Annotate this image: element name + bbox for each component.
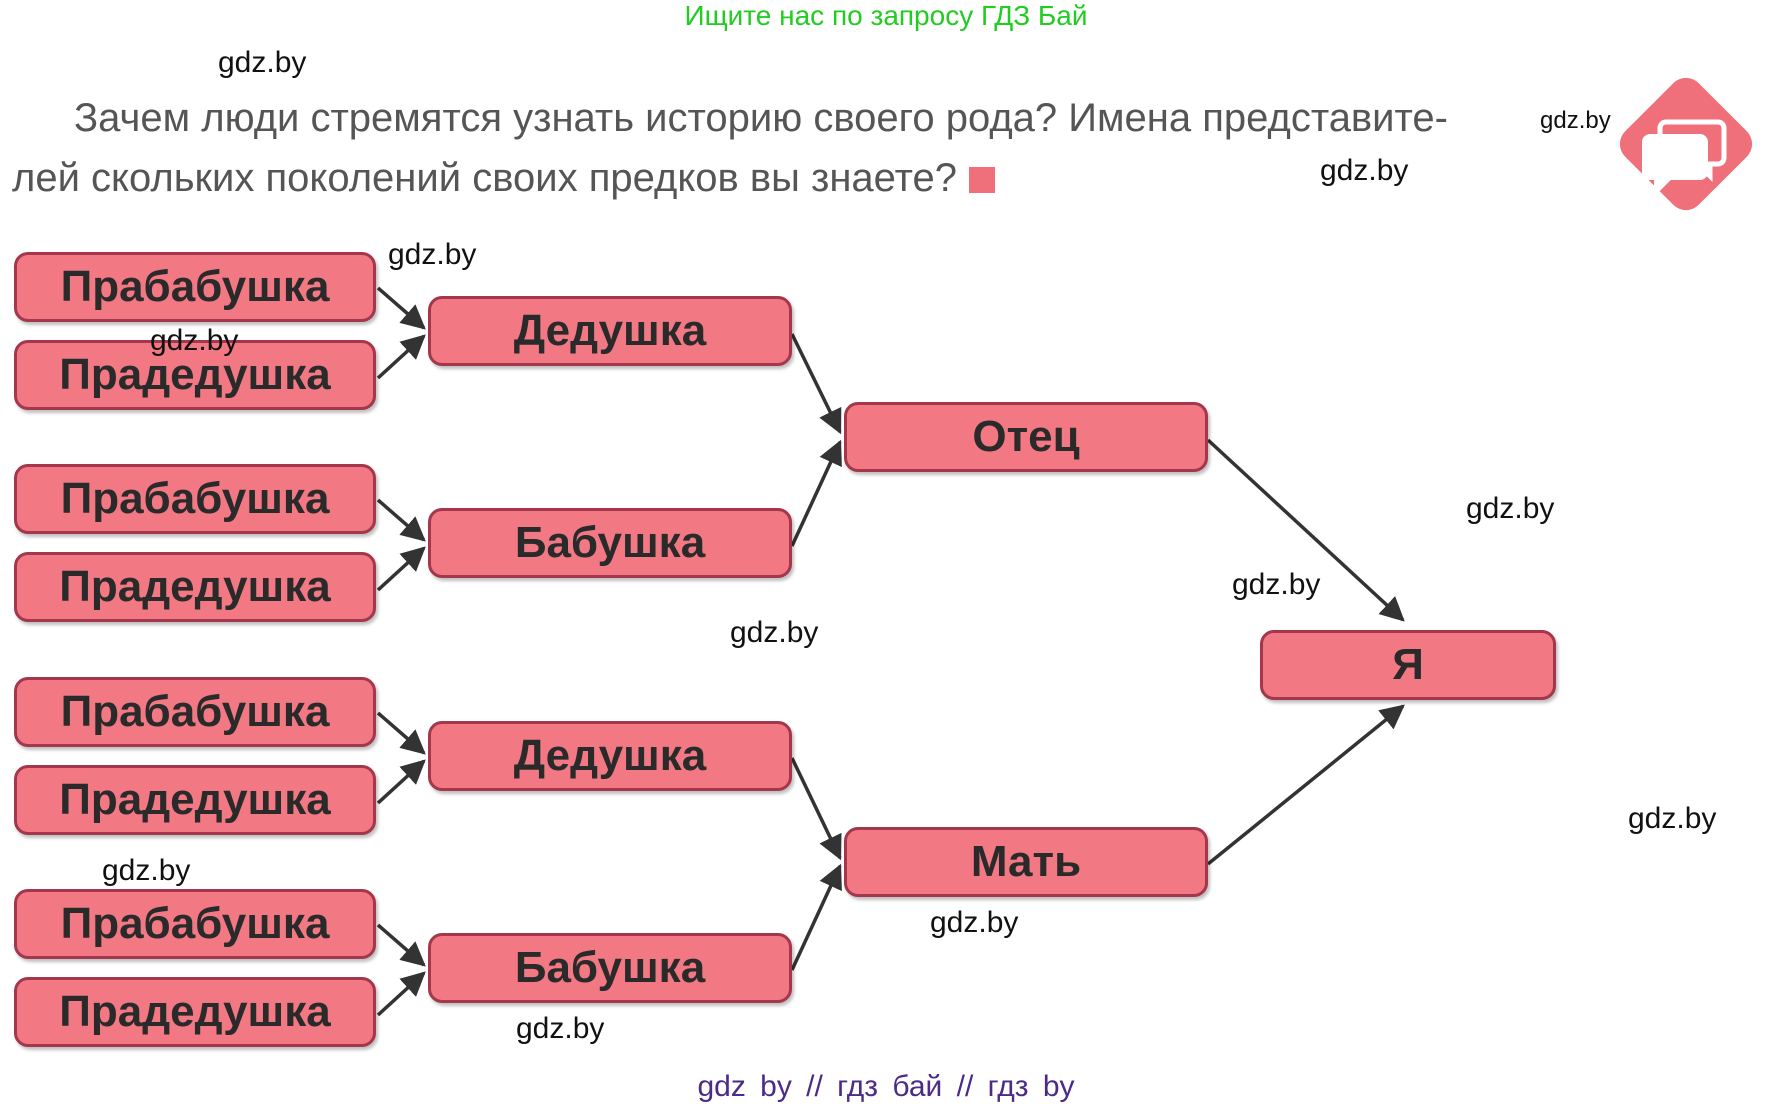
node-great-grandfather-3: Прадедушка	[14, 765, 376, 835]
watermark: gdz.by	[516, 1012, 605, 1045]
arrow	[376, 971, 426, 1017]
node-great-grandfather-2: Прадедушка	[14, 552, 376, 622]
node-grandfather-maternal: Дедушка	[428, 721, 792, 791]
question-line-2: лей скольких поколений своих предков вы …	[12, 148, 995, 208]
arrow	[1206, 438, 1405, 622]
arrow	[790, 863, 842, 971]
arrow	[376, 286, 426, 330]
question-line-1: Зачем люди стремятся узнать историю свое…	[74, 96, 1448, 140]
watermark: gdz.by	[1540, 107, 1611, 134]
arrow	[790, 757, 842, 861]
watermark: gdz.by	[1320, 154, 1409, 187]
node-great-grandfather-1: Прадедушка	[14, 340, 376, 410]
chat-bubbles-icon	[1619, 77, 1753, 211]
footer-watermark: gdz by // гдз бай // гдз by	[697, 1070, 1075, 1103]
arrow	[376, 334, 426, 380]
watermark: gdz.by	[1466, 492, 1555, 525]
end-marker-square	[968, 167, 995, 193]
question-line-2-text: лей скольких поколений своих предков вы …	[12, 156, 957, 200]
watermark: gdz.by	[930, 906, 1019, 939]
watermark: gdz.by	[218, 46, 307, 79]
node-mother: Мать	[844, 827, 1208, 897]
node-father: Отец	[844, 402, 1208, 472]
arrow	[376, 711, 426, 755]
watermark: gdz.by	[388, 238, 477, 271]
node-great-grandfather-4: Прадедушка	[14, 977, 376, 1047]
node-great-grandmother-1: Прабабушка	[14, 252, 376, 322]
watermark: gdz.by	[102, 854, 191, 887]
arrow	[376, 546, 426, 592]
node-great-grandmother-4: Прабабушка	[14, 889, 376, 959]
node-great-grandmother-3: Прабабушка	[14, 677, 376, 747]
watermark: gdz.by	[1628, 802, 1717, 835]
node-grandmother-maternal: Бабушка	[428, 933, 792, 1003]
node-grandmother-paternal: Бабушка	[428, 508, 792, 578]
search-banner: Ищите нас по запросу ГДЗ Бай	[684, 0, 1088, 31]
arrow	[376, 498, 426, 542]
arrow	[376, 759, 426, 805]
watermark: gdz.by	[150, 324, 239, 357]
node-grandfather-paternal: Дедушка	[428, 296, 792, 366]
arrow	[790, 333, 842, 435]
watermark: gdz.by	[1232, 568, 1321, 601]
arrow	[790, 439, 842, 547]
watermark: gdz.by	[730, 616, 819, 649]
node-self: Я	[1260, 630, 1556, 700]
arrow	[376, 923, 426, 967]
node-great-grandmother-2: Прабабушка	[14, 464, 376, 534]
arrow	[1206, 704, 1405, 866]
